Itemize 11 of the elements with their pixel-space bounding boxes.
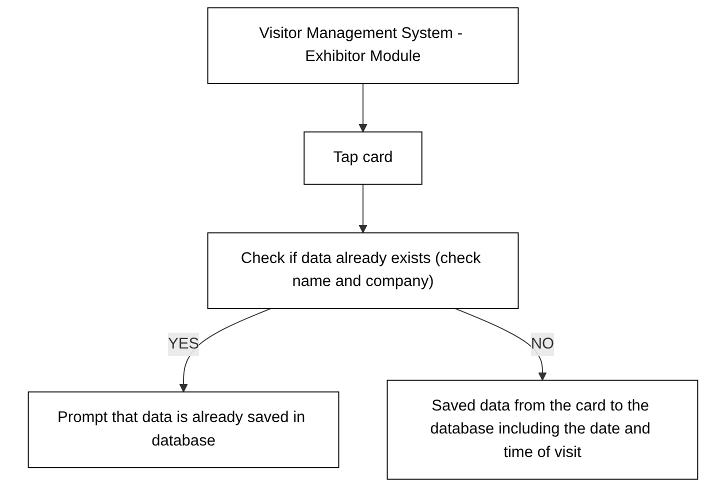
arrow: [358, 184, 367, 234]
node-box: Check if data already exists (check name and company): [206, 232, 518, 309]
node-box: Prompt that data is already saved in database: [27, 391, 339, 468]
node-box: Visitor Management System - Exhibitor Module: [206, 7, 518, 84]
node-box: Saved data from the card to the database including the date and time of visit: [386, 380, 698, 480]
arrow: [358, 82, 367, 132]
node-box: Tap card: [303, 131, 422, 185]
edge-label: YES: [168, 336, 199, 352]
edge-label: NO: [530, 336, 554, 352]
arrow: [178, 308, 271, 392]
arrow: [454, 308, 546, 381]
